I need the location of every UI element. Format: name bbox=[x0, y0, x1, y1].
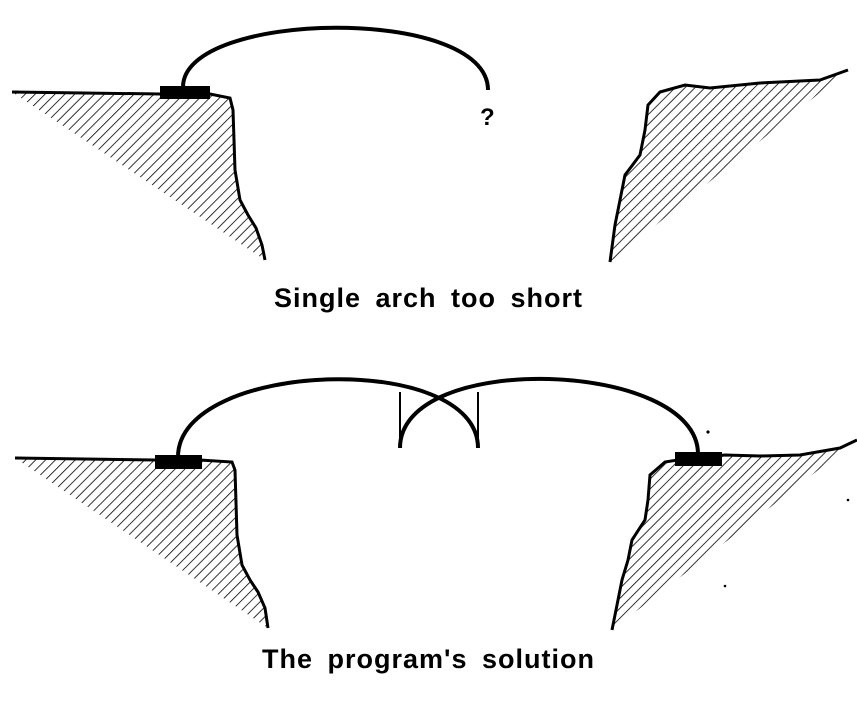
panel-program-solution bbox=[14, 376, 857, 631]
caption-single-arch: Single arch too short bbox=[273, 283, 584, 313]
caption-program-solution: The program's solution bbox=[262, 644, 595, 674]
question-mark: ? bbox=[480, 104, 495, 131]
left-support-block bbox=[155, 455, 202, 469]
left-support-block bbox=[160, 86, 210, 99]
speck bbox=[846, 498, 850, 502]
right-support-block bbox=[675, 452, 722, 466]
speck bbox=[706, 430, 710, 434]
panel-single-arch: ? bbox=[11, 25, 849, 263]
left-arch bbox=[176, 377, 480, 458]
right-cliff bbox=[612, 440, 857, 630]
right-cliff-outline bbox=[608, 68, 849, 263]
left-cliff bbox=[12, 92, 265, 260]
left-cliff bbox=[15, 458, 268, 628]
speck bbox=[723, 584, 727, 588]
single-arch bbox=[181, 25, 490, 91]
right-cliff-outline bbox=[610, 438, 857, 631]
right-arch bbox=[398, 376, 700, 455]
right-cliff bbox=[610, 70, 848, 262]
